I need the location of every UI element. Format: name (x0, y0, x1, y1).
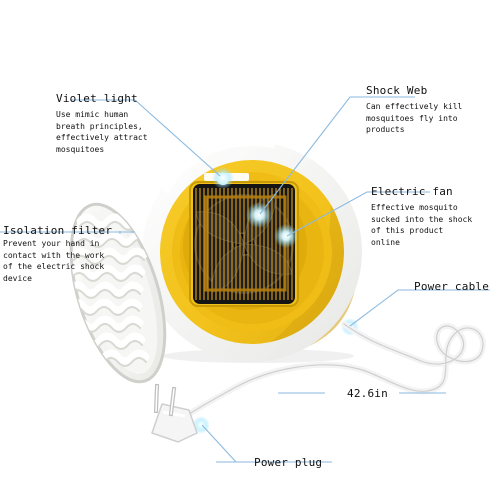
isolation-filter-icon (65, 202, 167, 384)
power-cable-outline-icon (177, 323, 484, 422)
power-cable-title: Power cable (414, 280, 490, 293)
fan-glow-icon (274, 224, 298, 248)
shock-web-glow-icon (246, 202, 272, 228)
isolation-filter-title: Isolation filter (3, 224, 113, 237)
isolation-filter-description: Prevent your hand in contact with the wo… (3, 239, 105, 283)
shock-web-title: Shock Web (366, 84, 428, 97)
electric-fan-description: Effective mosquito sucked into the shock… (371, 203, 473, 247)
violet-light-description: Use mimic human breath principles, effec… (56, 110, 148, 154)
violet-light-glow-icon (212, 167, 234, 189)
power-plug-title: Power plug (254, 456, 323, 469)
power-plug-icon (151, 383, 198, 443)
violet-light-title: Violet light (56, 92, 138, 105)
cable-length-value: 42.6in (347, 387, 388, 400)
shock-web-description: Can effectively kill mosquitoes fly into… (366, 102, 463, 134)
fan-box-icon (189, 173, 299, 307)
leader-lines (0, 96, 490, 463)
electric-fan-title: Electric fan (371, 185, 453, 198)
